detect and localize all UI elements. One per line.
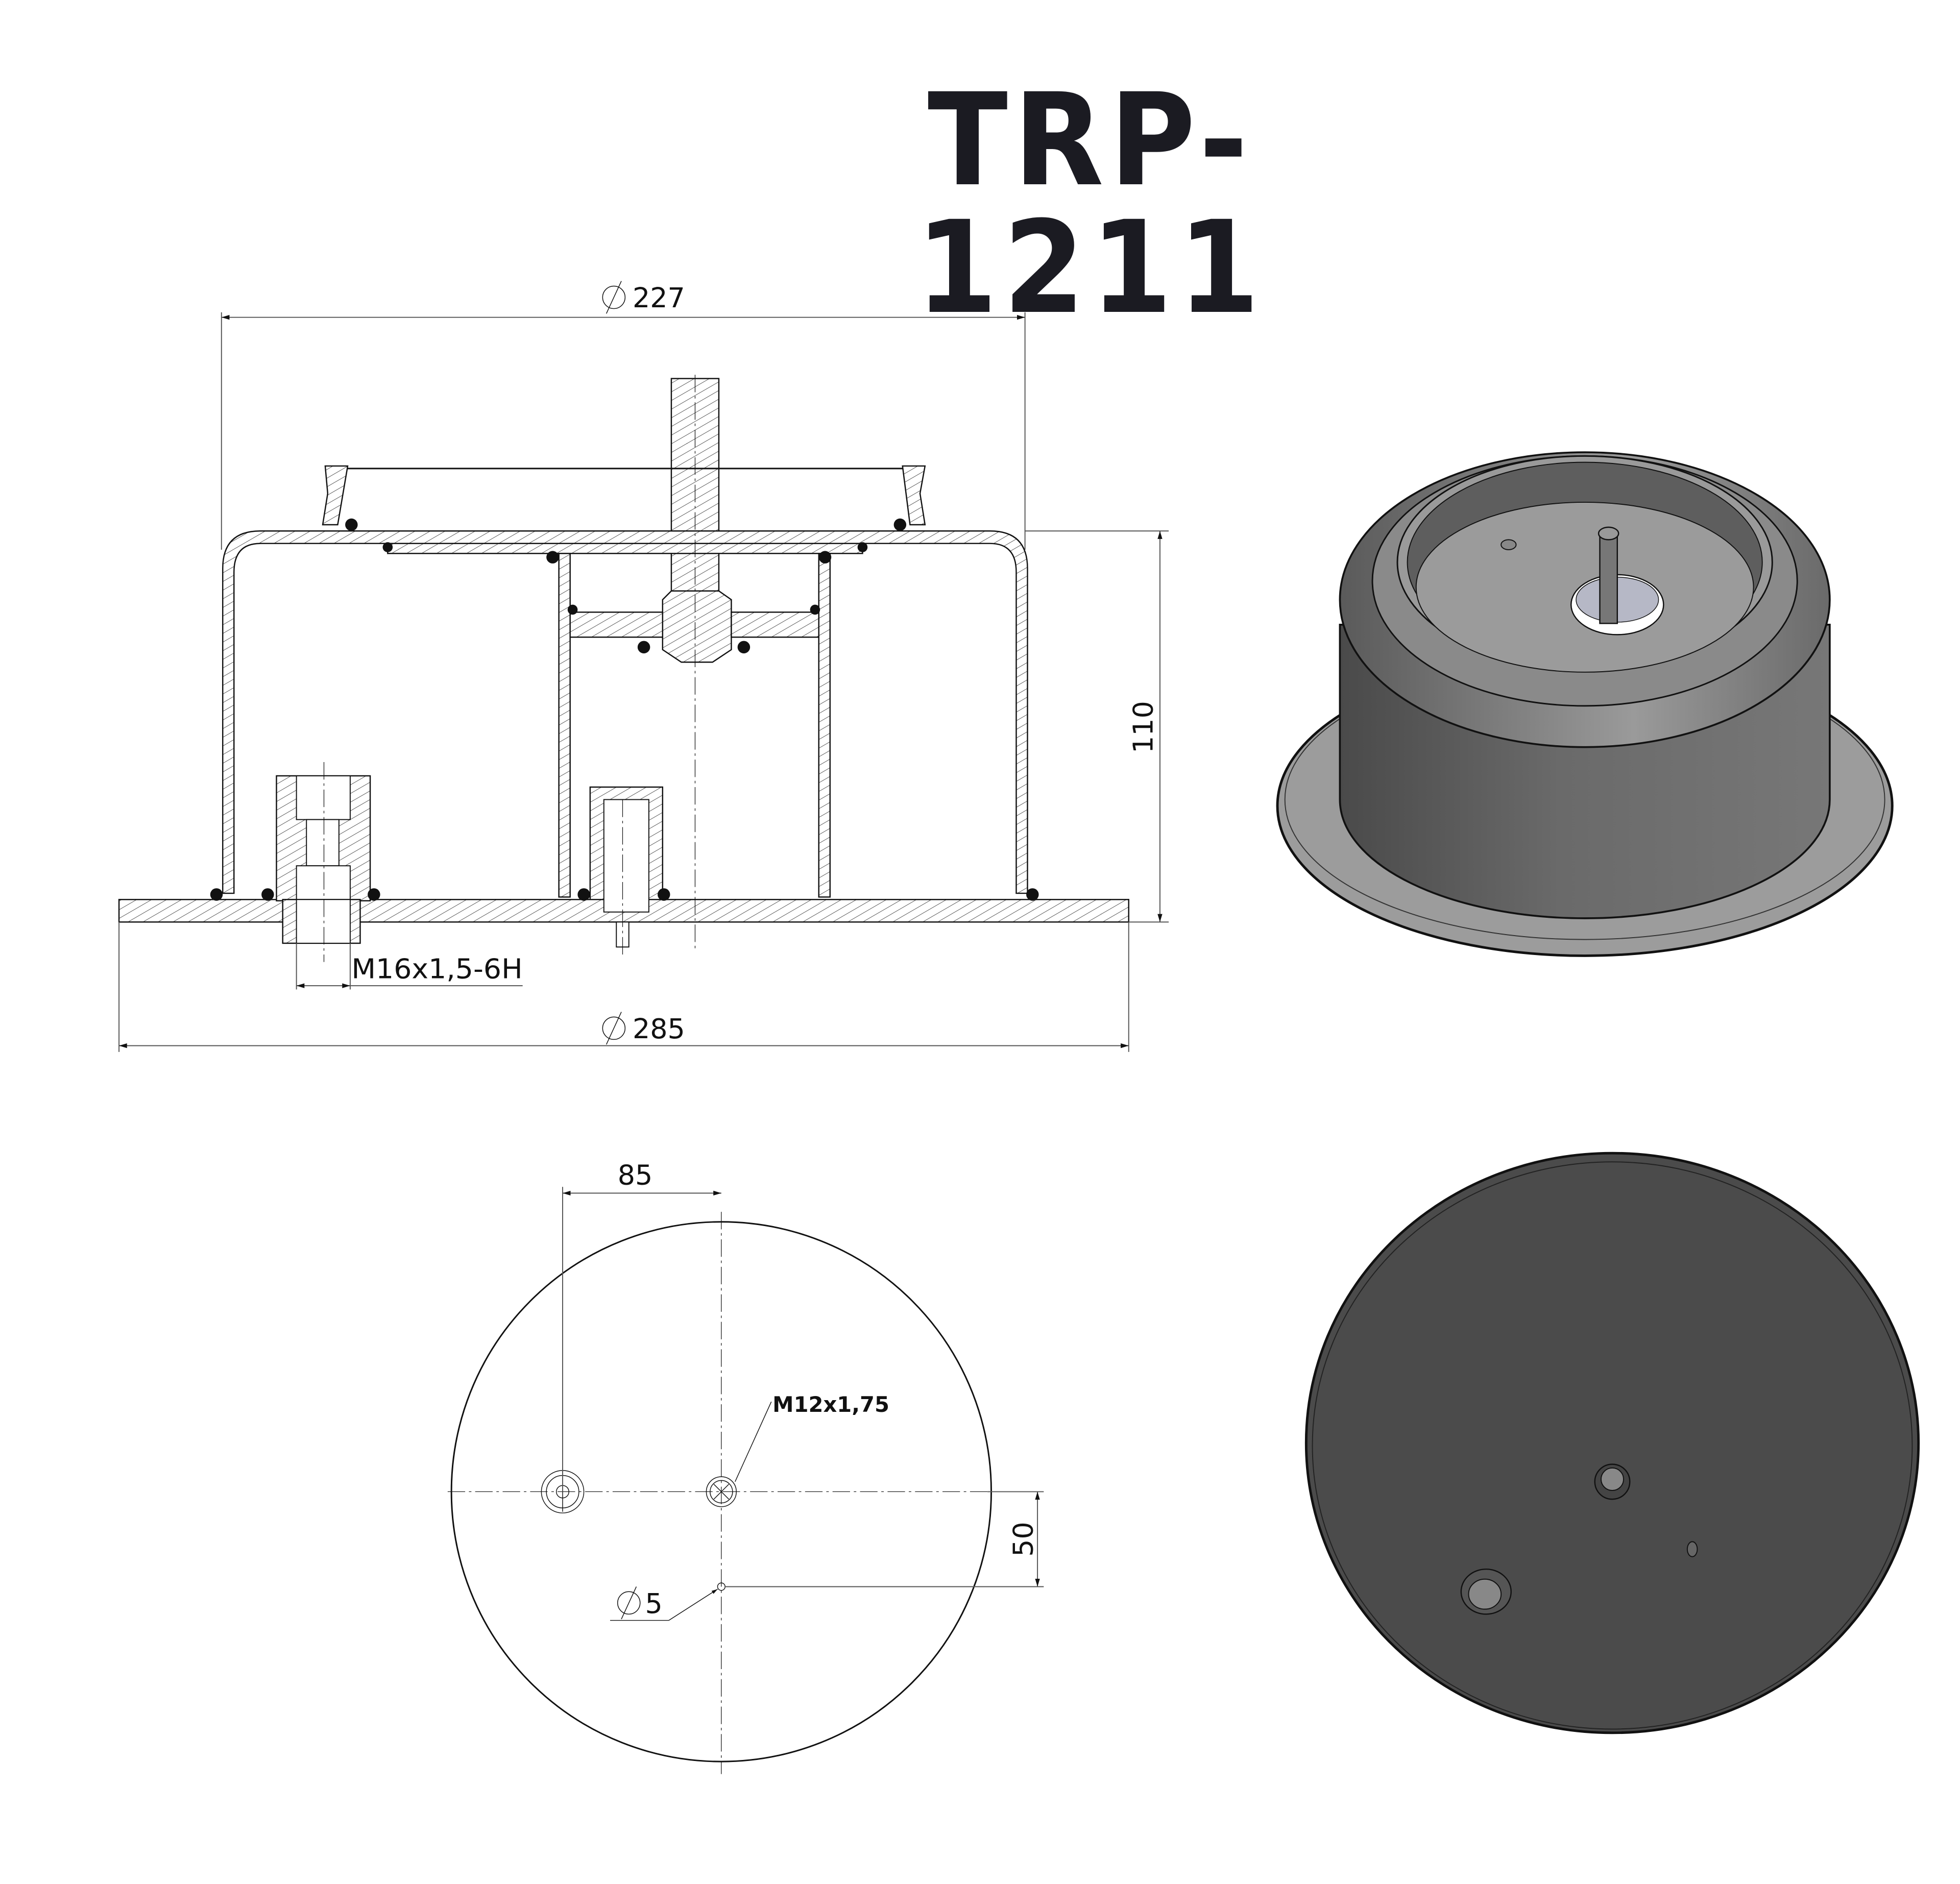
bottom-plan-view: 85 50 M12x1,75 5 [447, 1159, 1044, 1774]
inner-plate [387, 543, 863, 554]
pin-hole-value: 5 [645, 1587, 663, 1620]
height-value: 110 [1127, 701, 1159, 753]
upper-ring-right [902, 465, 926, 526]
bottom-port [1460, 1568, 1512, 1615]
shaft-base [662, 590, 732, 663]
inner-disc-left [569, 611, 664, 638]
dim-center-thread: M12x1,75 [735, 1392, 889, 1482]
dim-pin-hole: 5 [610, 1586, 718, 1621]
dim-bottom-diameter: 285 [118, 922, 1129, 1052]
dim-thread-port: M16x1,5-6H [296, 943, 523, 990]
inner-wall-left [558, 553, 571, 898]
dim-offset-vertical: 50 [725, 1491, 1044, 1587]
inner-wall-right [818, 553, 831, 898]
offset-85-value: 85 [618, 1159, 653, 1191]
dim-height: 110 [1025, 530, 1169, 923]
bottom-pin [1686, 1541, 1698, 1557]
offset-50-value: 50 [1007, 1522, 1039, 1557]
outer-housing [222, 530, 1028, 894]
weld-beads [210, 518, 1039, 901]
iso-render-bottom [1304, 1152, 1920, 1734]
drawing-title: TRP-1211 [915, 66, 1266, 342]
top-diameter-value: 227 [633, 282, 685, 314]
center-thread-hole [706, 1476, 737, 1507]
diameter-symbol-icon [602, 1012, 626, 1045]
diameter-symbol-icon [602, 281, 626, 314]
section-view: 227 [118, 281, 1169, 1052]
dim-offset-horizontal: 85 [562, 1159, 721, 1492]
upper-ring-left [322, 465, 349, 526]
bottom-diameter-value: 285 [633, 1013, 685, 1045]
dim-top-diameter: 227 [221, 281, 1026, 550]
iso-render-top [1276, 451, 1894, 957]
inner-disc-right [731, 611, 819, 638]
bottom-center-stud [1594, 1463, 1631, 1500]
center-thread-label: M12x1,75 [772, 1392, 889, 1417]
diameter-symbol-icon [617, 1586, 641, 1620]
thread-port-label: M16x1,5-6H [351, 952, 522, 985]
